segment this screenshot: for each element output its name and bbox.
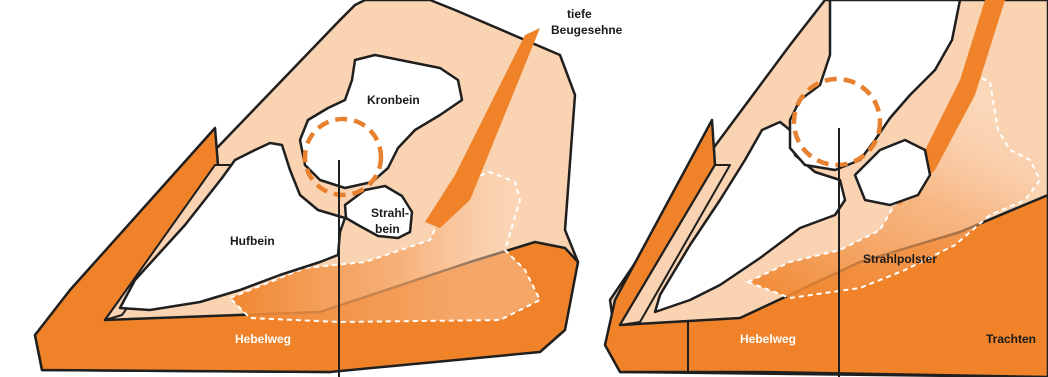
label-strahlbein-line2: bein bbox=[375, 222, 400, 236]
label-trachten: Trachten bbox=[986, 332, 1036, 346]
label-tendon-line1: tiefe bbox=[567, 7, 592, 21]
label-hebelweg-left: Hebelweg bbox=[235, 332, 291, 346]
label-tendon-line2: Beugesehne bbox=[551, 23, 623, 37]
right-hoof: Strahlpolster Hebelweg Trachten bbox=[605, 0, 1048, 377]
label-hebelweg-right: Hebelweg bbox=[740, 332, 796, 346]
label-kronbein: Kronbein bbox=[367, 93, 420, 107]
left-hoof: tiefe Beugesehne Kronbein Strahl- bein H… bbox=[35, 0, 623, 377]
label-strahlbein-line1: Strahl- bbox=[371, 206, 409, 220]
label-hufbein: Hufbein bbox=[230, 234, 275, 248]
label-strahlpolster: Strahlpolster bbox=[863, 252, 937, 266]
